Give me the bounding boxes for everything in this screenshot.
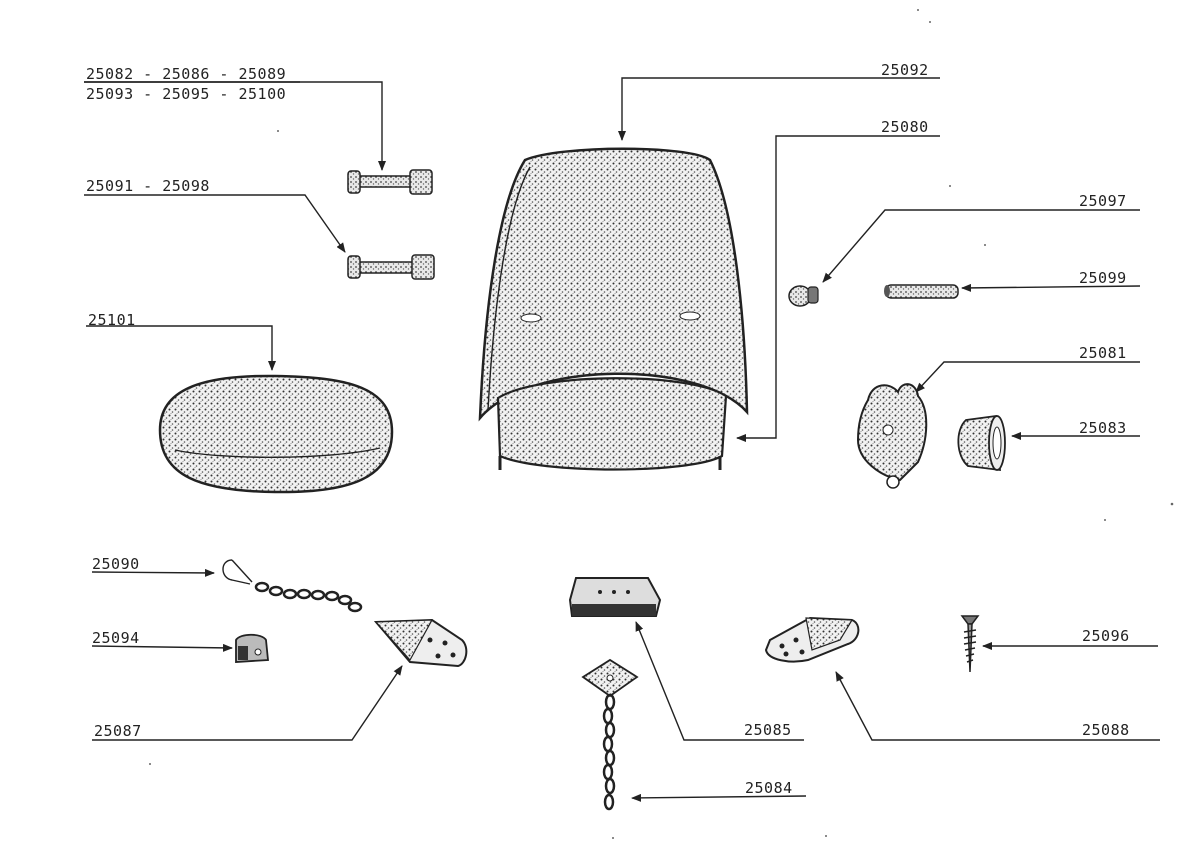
- label-25080: 25080: [881, 118, 929, 136]
- leader-25092: [618, 77, 940, 141]
- seat-cushion-part: [158, 374, 394, 494]
- leader-25094: [91, 643, 233, 652]
- leader-25084: [631, 793, 807, 802]
- leader-25088: [835, 671, 1160, 741]
- knob-part: [788, 285, 819, 307]
- clip-part: [235, 633, 269, 663]
- bolt-part-lower: [347, 254, 435, 280]
- label-25093-25095-25100: 25093 - 25095 - 25100: [86, 85, 287, 103]
- label-25082-25086-25089: 25082 - 25086 - 25089: [86, 65, 287, 83]
- bracket-block-part: [568, 577, 662, 617]
- label-25084: 25084: [745, 779, 793, 797]
- label-25096: 25096: [1082, 627, 1130, 645]
- seat-backrest-part: [478, 147, 749, 422]
- leader-25090: [91, 568, 215, 577]
- seat-base-part: [496, 377, 728, 471]
- leader-25097: [822, 209, 1140, 283]
- leader-25101: [86, 325, 276, 371]
- wood-screw-part: [960, 615, 980, 673]
- hinge-plate-left-part: [373, 618, 468, 668]
- leader-lines: [84, 77, 1160, 802]
- label-25088: 25088: [1082, 721, 1130, 739]
- leader-25099: [961, 283, 1141, 292]
- label-25090: 25090: [92, 555, 140, 573]
- label-25081: 25081: [1079, 344, 1127, 362]
- bracket-casting-part: [856, 383, 928, 489]
- bolt-part-upper: [347, 169, 433, 195]
- leader-25085: [635, 621, 804, 741]
- label-25094: 25094: [92, 629, 140, 647]
- label-25097: 25097: [1079, 192, 1127, 210]
- label-25083: 25083: [1079, 419, 1127, 437]
- label-25092: 25092: [881, 61, 929, 79]
- label-25085: 25085: [744, 721, 792, 739]
- leader-25091: [84, 194, 346, 253]
- label-25087: 25087: [94, 722, 142, 740]
- pin-part: [884, 284, 959, 299]
- bushing-part: [957, 414, 1006, 472]
- label-25091-25098: 25091 - 25098: [86, 177, 210, 195]
- leader-25087: [92, 665, 403, 741]
- leader-25080: [736, 135, 940, 442]
- leader-25081: [915, 361, 1140, 393]
- label-25101: 25101: [88, 311, 136, 329]
- print-specks: [149, 9, 1174, 839]
- chain-plate-part: [581, 658, 639, 811]
- snap-hook-chain-part: [222, 559, 363, 613]
- hinge-plate-right-part: [764, 616, 860, 663]
- label-25099: 25099: [1079, 269, 1127, 287]
